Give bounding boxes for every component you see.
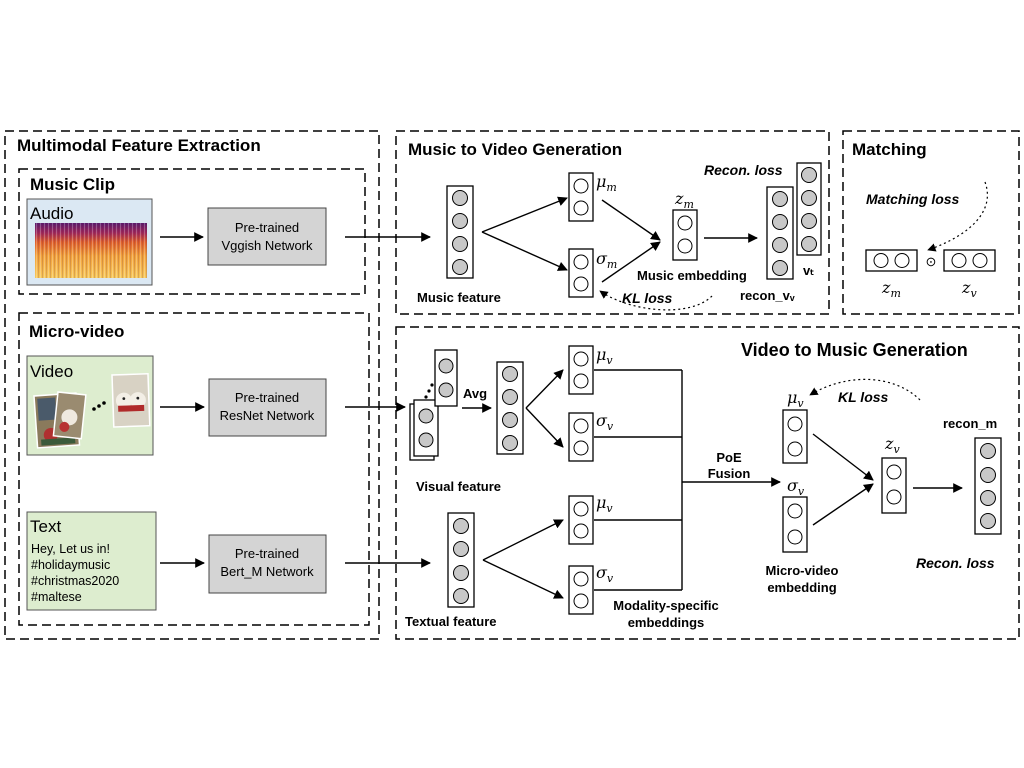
recon-m-label: recon_m	[943, 416, 997, 431]
kl-loss-bottom-label: KL loss	[838, 389, 889, 405]
matching-loss-arrow	[927, 181, 988, 252]
music-feature-vector	[446, 185, 474, 279]
video-label: Video	[30, 362, 73, 381]
resnet-network-box	[208, 378, 327, 437]
micro-video-embedding-line-1: Micro-video	[766, 563, 839, 578]
z-m-match-vector	[865, 249, 918, 272]
micro-video-frame	[18, 312, 370, 626]
music-clip-frame	[18, 168, 366, 295]
sigma-m-symbol: σm	[596, 249, 617, 271]
textual-feature-label: Textual feature	[405, 614, 497, 629]
recon-m-vector	[974, 437, 1002, 535]
matching-title: Matching	[852, 140, 927, 159]
mu-m-vector	[568, 172, 594, 222]
music-embedding-label: Music embedding	[637, 268, 747, 283]
vggish-network-box	[207, 207, 327, 266]
text-line-2: #holidaymusic	[31, 558, 110, 572]
ellipsis-icon	[92, 401, 106, 411]
z-v-symbol: zv	[884, 434, 900, 456]
text-line-1: Hey, Let us in!	[31, 542, 110, 556]
mu-vt-symbol: μv	[596, 493, 613, 515]
audio-label: Audio	[30, 204, 73, 223]
bert-line-1: Pre-trained	[235, 546, 299, 561]
odot-symbol: ⊙	[926, 254, 937, 269]
modality-specific-line-1: Modality-specific	[613, 598, 718, 613]
fusion-label: Fusion	[708, 466, 751, 481]
sigma-vt-vector	[568, 565, 594, 615]
vggish-line-2: Vggish Network	[221, 238, 313, 253]
video-to-music-title: Video to Music Generation	[741, 340, 968, 360]
matching-loss-label: Matching loss	[866, 191, 960, 207]
text-input-box	[26, 511, 157, 611]
avg-label: Avg	[463, 386, 487, 401]
spectrogram-image	[35, 223, 147, 278]
z-v-match-symbol: zv	[961, 278, 977, 300]
v-t-label: vₜ	[803, 263, 814, 278]
mu-vt-vector	[568, 495, 594, 545]
z-m-symbol: zm	[674, 189, 694, 211]
sigma-vv-symbol: σv	[596, 411, 614, 433]
sigma-v-vector	[782, 496, 808, 553]
text-line-3: #christmas2020	[31, 574, 119, 588]
modality-specific-line-2: embeddings	[628, 615, 705, 630]
z-m-match-symbol: zm	[881, 278, 901, 300]
music-feature-label: Music feature	[417, 290, 501, 305]
z-v-vector	[881, 457, 907, 514]
video-to-music-frame	[395, 326, 1020, 640]
kl-loss-bottom-arrow	[809, 378, 921, 401]
visual-feature-label: Visual feature	[416, 479, 501, 494]
recon-loss-bottom-label: Recon. loss	[916, 555, 995, 571]
v-t-vector	[796, 162, 822, 256]
recon-v-label: recon_vᵥ	[740, 288, 795, 303]
music-to-video-title: Music to Video Generation	[408, 140, 622, 159]
text-line-4: #maltese	[31, 590, 82, 604]
feature-extraction-frame	[4, 130, 380, 640]
video-frames-image	[33, 372, 151, 449]
recon-loss-top-label: Recon. loss	[704, 162, 783, 178]
sigma-m-vector	[568, 248, 594, 298]
matching-frame	[842, 130, 1020, 315]
micro-video-title: Micro-video	[29, 322, 124, 341]
z-v-match-vector	[943, 249, 996, 272]
sigma-vt-symbol: σv	[596, 563, 614, 585]
music-to-video-frame	[395, 130, 830, 315]
vggish-line-1: Pre-trained	[235, 220, 299, 235]
mu-vv-vector	[568, 345, 594, 395]
kl-loss-top-label: KL loss	[622, 290, 673, 306]
text-label: Text	[30, 517, 61, 536]
bert-line-2: Bert_M Network	[220, 564, 314, 579]
kl-loss-top-arrow	[599, 290, 713, 311]
poe-fusion-connector	[594, 369, 683, 591]
feature-extraction-title: Multimodal Feature Extraction	[17, 136, 261, 155]
visual-feature-stack	[409, 349, 458, 461]
sigma-vv-vector	[568, 412, 594, 462]
sigma-v-symbol: σv	[787, 476, 805, 498]
mu-vv-symbol: μv	[596, 345, 613, 367]
mu-v-symbol: μv	[787, 388, 804, 410]
visual-avg-vector	[496, 361, 524, 455]
resnet-line-2: ResNet Network	[220, 408, 315, 423]
bert-network-box	[208, 534, 327, 594]
mu-v-vector	[782, 409, 808, 464]
mu-m-symbol: μm	[596, 172, 617, 194]
textual-feature-vector	[447, 512, 475, 608]
z-m-vector	[672, 209, 698, 261]
micro-video-embedding-line-2: embedding	[767, 580, 836, 595]
music-clip-title: Music Clip	[30, 175, 115, 194]
resnet-line-1: Pre-trained	[235, 390, 299, 405]
poe-label: PoE	[716, 450, 742, 465]
recon-v-vector	[766, 186, 794, 280]
